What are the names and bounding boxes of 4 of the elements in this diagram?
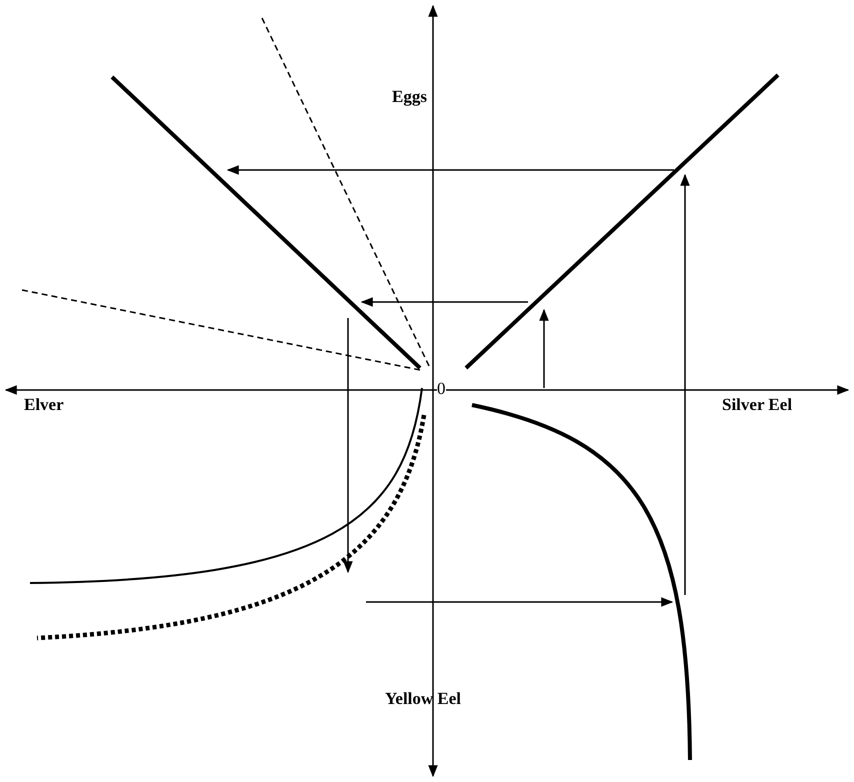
axis-label: Silver Eel bbox=[722, 396, 792, 415]
axis-label: Eggs bbox=[392, 88, 427, 107]
axis-label: Yellow Eel bbox=[385, 690, 462, 709]
axis-label: Elver bbox=[24, 396, 64, 415]
